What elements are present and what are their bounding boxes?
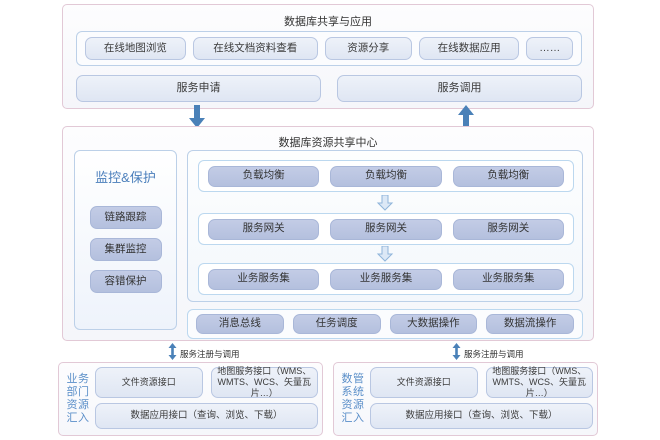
monitor-protection-frame: 监控&保护 链路跟踪 集群监控 容错保护 xyxy=(74,150,177,330)
double-arrow-icon-right xyxy=(452,343,461,365)
register-invoke-label-left: 服务注册与调用 xyxy=(180,349,240,359)
top-panel-title: 数据库共享与应用 xyxy=(284,16,372,28)
file-resource-interface-right[interactable]: 文件资源接口 xyxy=(370,367,478,398)
monitor-item-cluster-monitoring[interactable]: 集群监控 xyxy=(89,238,162,261)
monitor-item-fault-tolerance[interactable]: 容错保护 xyxy=(89,270,162,293)
service-gateway-node-1[interactable]: 服务网关 xyxy=(208,218,320,240)
business-service-set-node-2[interactable]: 业务服务集 xyxy=(330,268,442,290)
business-service-set-node-1[interactable]: 业务服务集 xyxy=(208,268,320,290)
middle-panel-title: 数据库资源共享中心 xyxy=(278,137,378,149)
tier-service-gateway: 服务网关 服务网关 服务网关 xyxy=(198,213,574,245)
tier-load-balancer: 负载均衡 负载均衡 负载均衡 xyxy=(198,160,574,192)
capability-data-stream-operation[interactable]: 数据流操作 xyxy=(486,314,574,334)
bottom-left-interface-row: 文件资源接口 地图服务接口（WMS、 WMTS、WCS、矢量瓦片…） xyxy=(95,366,318,398)
business-service-set-node-3[interactable]: 业务服务集 xyxy=(452,268,564,290)
hollow-down-arrow-icon-2 xyxy=(376,245,394,267)
double-arrow-icon-left xyxy=(168,343,177,365)
app-button-online-map-browse[interactable]: 在线地图浏览 xyxy=(85,37,186,60)
vlabel-line-4: 汇入 xyxy=(341,411,365,424)
tier-business-service-set: 业务服务集 业务服务集 业务服务集 xyxy=(198,263,574,295)
vlabel-line-4: 汇入 xyxy=(66,411,90,424)
platform-capability-bar: 消息总线 任务调度 大数据操作 数据流操作 xyxy=(187,309,583,339)
register-invoke-group-left: 服务注册与调用 xyxy=(168,343,240,365)
bottom-panel-business-department: 业务 部门 资源 汇入 文件资源接口 地图服务接口（WMS、 WMTS、WCS、… xyxy=(58,362,323,436)
load-balancer-node-2[interactable]: 负载均衡 xyxy=(330,165,442,187)
middle-panel-resource-sharing-center: 数据库资源共享中心 监控&保护 链路跟踪 集群监控 容错保护 负载均衡 负载均衡… xyxy=(62,126,594,341)
bottom-left-body: 文件资源接口 地图服务接口（WMS、 WMTS、WCS、矢量瓦片…） 数据应用接… xyxy=(93,366,318,431)
map-service-interface-left[interactable]: 地图服务接口（WMS、 WMTS、WCS、矢量瓦片…） xyxy=(210,366,318,398)
service-invoke-button[interactable]: 服务调用 xyxy=(337,75,582,102)
monitor-item-link-tracing[interactable]: 链路跟踪 xyxy=(89,206,162,229)
monitor-protection-title: 监控&保护 xyxy=(95,170,156,185)
top-panel-database-sharing: 数据库共享与应用 在线地图浏览 在线文档资料查看 资源分享 在线数据应用 …… … xyxy=(62,4,594,109)
bottom-left-vertical-label: 业务 部门 资源 汇入 xyxy=(63,367,93,431)
map-service-interface-right[interactable]: 地图服务接口（WMS、 WMTS、WCS、矢量瓦片…） xyxy=(485,366,593,398)
vlabel-line-2: 部门 xyxy=(66,386,90,399)
service-request-button[interactable]: 服务申请 xyxy=(76,75,321,102)
vlabel-line-1: 数管 xyxy=(341,373,365,386)
vlabel-line-3: 资源 xyxy=(66,399,90,411)
service-gateway-node-2[interactable]: 服务网关 xyxy=(330,218,442,240)
service-gateway-node-3[interactable]: 服务网关 xyxy=(452,218,564,240)
bottom-right-data-app-row: 数据应用接口（查询、浏览、下载） xyxy=(370,403,593,429)
load-balancer-node-1[interactable]: 负载均衡 xyxy=(208,165,320,187)
app-button-online-data-application[interactable]: 在线数据应用 xyxy=(418,37,520,60)
core-tier-frame: 负载均衡 负载均衡 负载均衡 服务网关 服务网关 服务网关 业务服务 xyxy=(187,150,583,302)
bottom-right-body: 文件资源接口 地图服务接口（WMS、 WMTS、WCS、矢量瓦片…） 数据应用接… xyxy=(368,366,593,431)
hollow-down-arrow-icon-1 xyxy=(376,194,394,216)
bottom-right-vertical-label: 数管 系统 资源 汇入 xyxy=(338,367,368,431)
monitor-protection-items: 链路跟踪 集群监控 容错保护 xyxy=(75,206,176,293)
data-application-interface-right[interactable]: 数据应用接口（查询、浏览、下载） xyxy=(370,403,593,429)
up-arrow-icon xyxy=(456,105,476,134)
down-arrow-icon xyxy=(187,105,207,134)
vlabel-line-1: 业务 xyxy=(66,373,90,386)
data-application-interface-left[interactable]: 数据应用接口（查询、浏览、下载） xyxy=(95,403,318,429)
register-invoke-group-right: 服务注册与调用 xyxy=(452,343,524,365)
capability-big-data-operation[interactable]: 大数据操作 xyxy=(389,314,478,334)
bottom-right-interface-row: 文件资源接口 地图服务接口（WMS、 WMTS、WCS、矢量瓦片…） xyxy=(370,366,593,398)
bottom-left-data-app-row: 数据应用接口（查询、浏览、下载） xyxy=(95,403,318,429)
capability-task-scheduling[interactable]: 任务调度 xyxy=(292,314,381,334)
applications-frame: 在线地图浏览 在线文档资料查看 资源分享 在线数据应用 …… xyxy=(76,31,582,66)
vlabel-line-2: 系统 xyxy=(341,386,365,399)
app-button-more-ellipsis[interactable]: …… xyxy=(526,37,573,60)
app-button-resource-sharing[interactable]: 资源分享 xyxy=(324,37,412,60)
vlabel-line-3: 资源 xyxy=(341,399,365,411)
bottom-panel-data-management-system: 数管 系统 资源 汇入 文件资源接口 地图服务接口（WMS、 WMTS、WCS、… xyxy=(333,362,598,436)
file-resource-interface-left[interactable]: 文件资源接口 xyxy=(95,367,203,398)
app-button-online-document-view[interactable]: 在线文档资料查看 xyxy=(192,37,318,60)
capability-message-bus[interactable]: 消息总线 xyxy=(196,314,284,334)
load-balancer-node-3[interactable]: 负载均衡 xyxy=(452,165,564,187)
service-row: 服务申请 服务调用 xyxy=(76,75,582,102)
register-invoke-label-right: 服务注册与调用 xyxy=(464,349,524,359)
